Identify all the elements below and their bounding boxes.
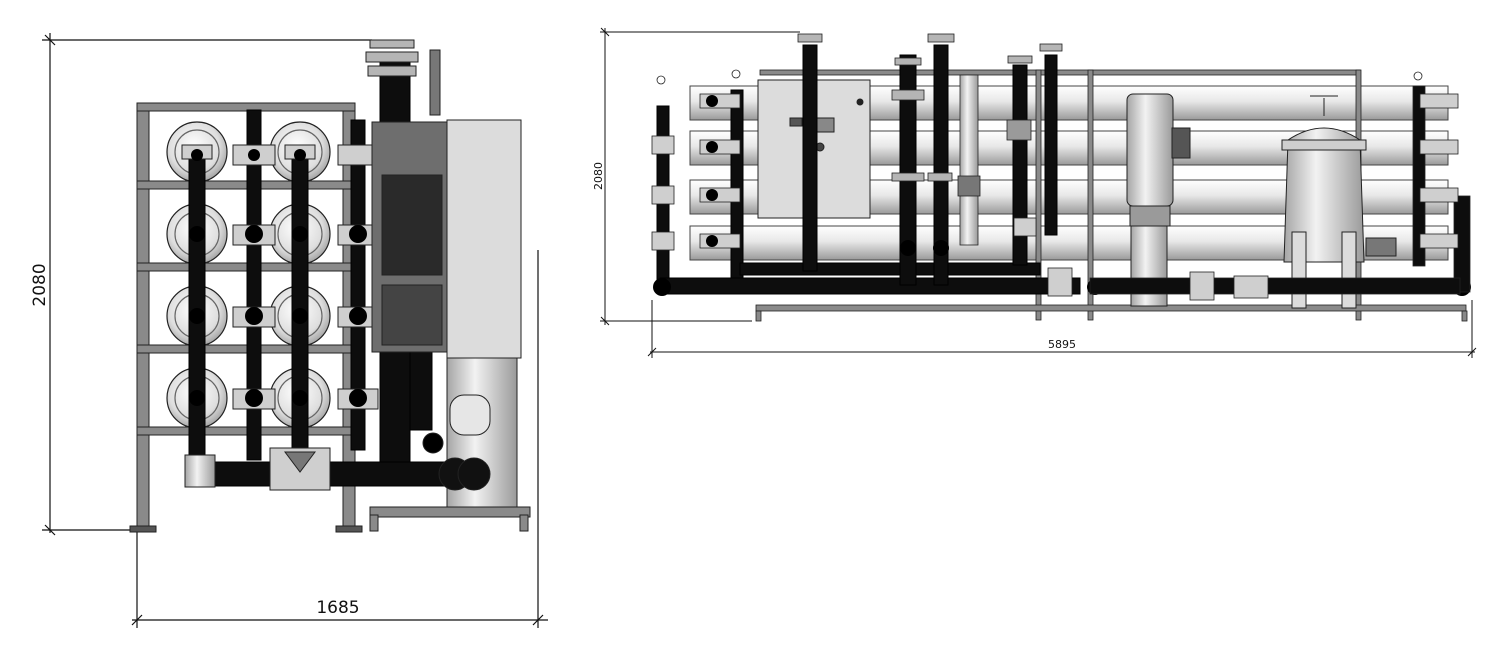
front-left-ports: [653, 95, 718, 296]
front-riser-pipes: [802, 44, 1058, 286]
side-top-valve: [365, 39, 441, 116]
side-width-label: 1685: [316, 598, 359, 618]
front-left-fittings: [651, 69, 741, 251]
front-riser-flanges: [797, 33, 1063, 246]
side-port-dots: [189, 149, 367, 407]
width-dimension-side: [131, 250, 548, 628]
height-dimension-front: [600, 27, 800, 326]
side-header-tee: [184, 447, 331, 491]
side-base: [369, 506, 531, 532]
side-pump: [422, 357, 518, 509]
front-right-manifold: [1047, 71, 1471, 301]
front-length-label: 5895: [1048, 338, 1076, 351]
height-dimension-side: [42, 33, 372, 536]
length-dimension-front: [647, 300, 1477, 358]
side-view: 2080 1685: [30, 33, 548, 628]
front-height-label: 2080: [592, 162, 605, 190]
front-view: 2080 5895: [592, 27, 1477, 358]
side-control-cabinet: [371, 119, 522, 359]
side-height-label: 2080: [30, 263, 50, 306]
